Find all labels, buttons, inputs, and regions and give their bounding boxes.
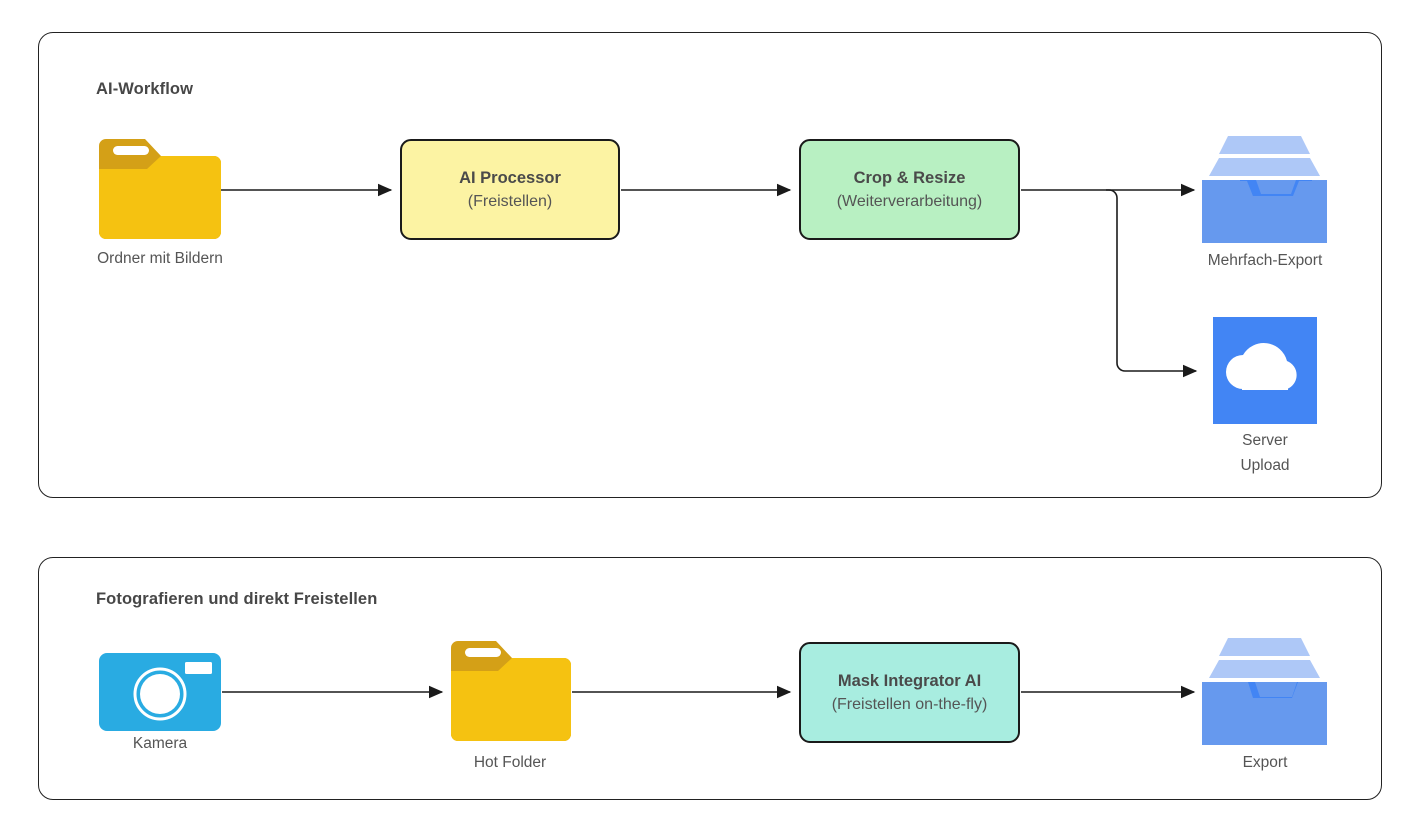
section-title-photo-direct: Fotografieren und direkt Freistellen (96, 590, 378, 608)
folder-icon[interactable] (99, 139, 221, 244)
process-box-crop-resize[interactable]: Crop & Resize (Weiterverarbeitung) (799, 139, 1020, 240)
process-subtitle-mask-integrator: (Freistellen on-the-fly) (831, 695, 988, 713)
node-label-export: Export (1242, 754, 1288, 771)
tray-stack-icon[interactable] (1202, 630, 1327, 750)
node-label-kamera: Kamera (132, 735, 188, 752)
camera-icon[interactable] (99, 653, 221, 736)
node-label-hot-folder: Hot Folder (473, 754, 547, 771)
process-title-crop-resize: Crop & Resize (853, 168, 966, 187)
folder-icon[interactable] (451, 641, 571, 746)
node-label-ordner-mit-bildern: Ordner mit Bildern (97, 250, 223, 267)
process-title-mask-integrator: Mask Integrator AI (837, 671, 982, 690)
section-card-photo-direct (38, 557, 1382, 800)
node-label-server-upload: Server Upload (1240, 432, 1290, 474)
cloud-upload-icon[interactable] (1213, 317, 1317, 429)
process-box-ai-processor[interactable]: AI Processor (Freistellen) (400, 139, 620, 240)
section-title-ai-workflow: AI-Workflow (96, 80, 194, 98)
process-subtitle-crop-resize: (Weiterverarbeitung) (836, 192, 983, 210)
node-label-mehrfach-export: Mehrfach-Export (1207, 252, 1323, 269)
tray-stack-icon[interactable] (1202, 128, 1327, 248)
process-box-mask-integrator[interactable]: Mask Integrator AI (Freistellen on-the-f… (799, 642, 1020, 743)
process-subtitle-ai-processor: (Freistellen) (467, 192, 553, 210)
process-title-ai-processor: AI Processor (459, 168, 561, 187)
